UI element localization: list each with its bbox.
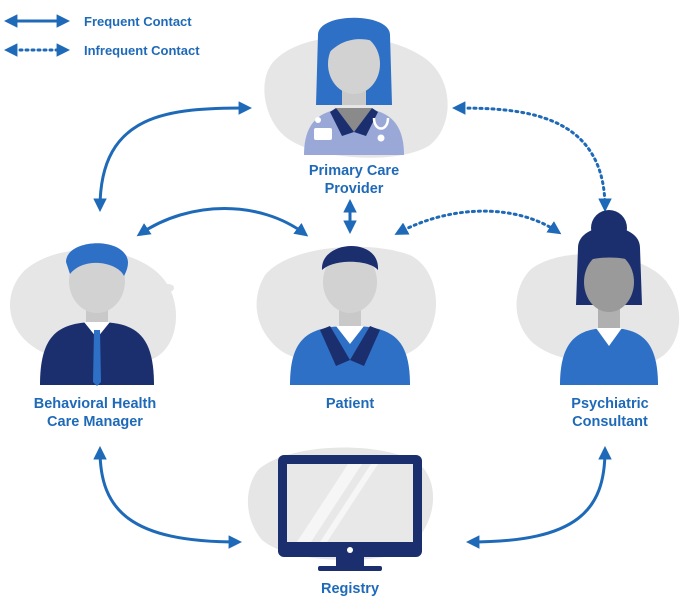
legend-infrequent-label: Infrequent Contact (84, 42, 200, 58)
label-care-manager-line1: Behavioral Health (33, 396, 157, 412)
connector-provider-consultant (451, 101, 612, 213)
legend-frequent: Frequent Contact (8, 13, 192, 29)
label-psychiatric-line1: Psychiatric (571, 396, 649, 412)
consultant-icon (560, 210, 658, 385)
label-primary-care-provider: Primary Care Provider (270, 162, 438, 198)
label-patient-line1: Patient (325, 396, 375, 412)
connectors (93, 101, 612, 549)
label-care-manager: Behavioral Health Care Manager (5, 395, 185, 431)
connector-care-manager-patient (136, 207, 309, 237)
legend-frequent-label: Frequent Contact (84, 13, 192, 29)
label-registry-line1: Registry (320, 581, 380, 597)
connector-provider-care-manager (93, 101, 253, 213)
label-psychiatric-consultant: Psychiatric Consultant (540, 395, 680, 431)
patient-icon (290, 245, 410, 385)
legend-infrequent: Infrequent Contact (8, 42, 200, 58)
label-primary-care-line1: Primary Care (308, 163, 400, 179)
label-patient: Patient (290, 395, 410, 413)
doctor-icon (304, 17, 404, 155)
label-registry: Registry (290, 580, 410, 598)
manager-icon (40, 243, 154, 386)
label-psychiatric-line2: Consultant (572, 414, 648, 430)
monitor-icon (278, 455, 422, 571)
label-primary-care-line2: Provider (324, 181, 384, 197)
connector-care-manager-registry (93, 445, 243, 549)
connector-patient-consultant (394, 209, 562, 235)
connector-consultant-registry (465, 445, 612, 549)
label-care-manager-line2: Care Manager (47, 414, 143, 430)
